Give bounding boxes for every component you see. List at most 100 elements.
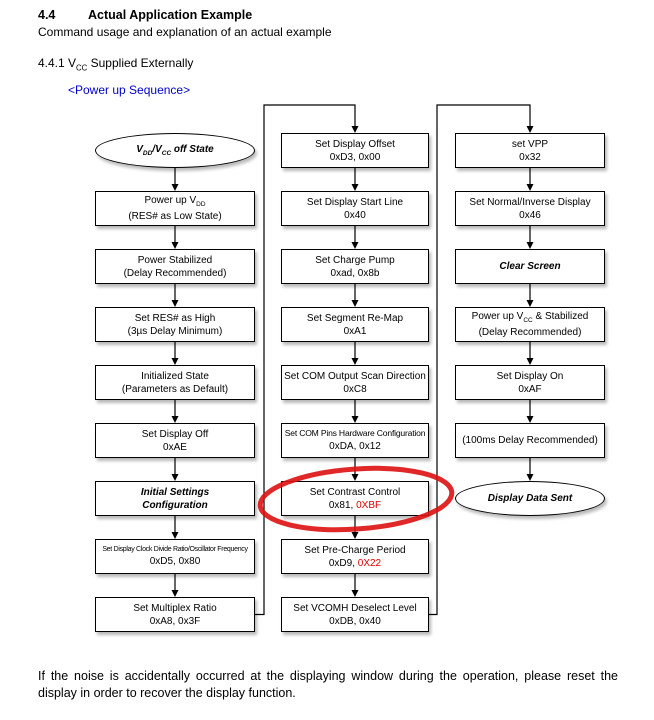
text-segment: (100ms Delay Recommended)	[462, 435, 598, 446]
node-text-line: Set VCOMH Deselect Level	[293, 602, 416, 615]
flow-arrowhead	[526, 416, 534, 423]
text-segment: (Delay Recommended)	[478, 326, 582, 338]
flow-arrowhead	[526, 300, 534, 307]
node-text-line: Power Stabilized	[138, 254, 212, 267]
flow-arrowhead	[351, 532, 359, 539]
text-segment: DD	[142, 149, 153, 157]
node-text-line: Set Contrast Control	[310, 486, 401, 499]
highlighted-value: 0XBF	[356, 499, 382, 511]
node-text-line: 0xA1	[344, 325, 367, 338]
text-segment: 0xDA, 0x12	[329, 440, 381, 452]
node-text-line: 0x40	[344, 209, 366, 222]
text-segment: 0xad, 0x8b	[330, 267, 380, 279]
node-text-line: Configuration	[142, 499, 208, 512]
text-segment: Set Charge Pump	[315, 254, 395, 266]
flow-arrowhead	[526, 358, 534, 365]
flow-arrowhead	[351, 242, 359, 249]
flowchart-node: Initialized State(Parameters as Default)	[95, 365, 255, 400]
node-text-line: 0xD3, 0x00	[330, 151, 381, 164]
flowchart-node: Set RES# as High(3µs Delay Minimum)	[95, 307, 255, 342]
text-segment: Initialized State	[141, 370, 209, 382]
node-text-line: 0xDB, 0x40	[329, 615, 381, 628]
text-segment: Set Normal/Inverse Display	[469, 196, 591, 208]
text-segment: Set Display On	[496, 370, 564, 382]
flow-arrowhead	[171, 184, 179, 191]
node-text-line: Set COM Output Scan Direction	[284, 370, 426, 383]
text-segment: DD	[196, 201, 206, 209]
node-text-line: Display Data Sent	[488, 492, 572, 505]
text-segment: 0x81,	[328, 499, 357, 511]
node-text-line: Power up VCC & Stabilized	[472, 310, 589, 325]
text-segment: 0x40	[344, 209, 366, 221]
text-segment: 0xAF	[518, 383, 542, 395]
flowchart-node: Display Data Sent	[455, 481, 605, 516]
text-segment: Set COM Output Scan Direction	[284, 370, 426, 382]
flowchart-node: Power up VDD(RES# as Low State)	[95, 191, 255, 226]
flow-arrowhead	[526, 242, 534, 249]
node-text-line: Set Segment Re-Map	[307, 312, 403, 325]
text-segment: Set Display Clock Divide Ratio/Oscillato…	[102, 546, 248, 554]
node-text-line: Set Display Off	[142, 428, 209, 441]
text-segment: Set Pre-Charge Period	[304, 544, 406, 556]
node-text-line: 0xAF	[518, 383, 541, 396]
node-text-line: 0xD5, 0x80	[150, 555, 201, 568]
node-text-line: VDD/VCC off State	[136, 143, 214, 158]
text-segment: 0xA8, 0x3F	[149, 615, 201, 627]
flow-arrowhead	[351, 474, 359, 481]
flow-arrowhead	[171, 474, 179, 481]
text-segment: CC	[161, 149, 172, 157]
flowchart-node: Power up VCC & Stabilized(Delay Recommen…	[455, 307, 605, 342]
node-text-line: 0xC8	[343, 383, 366, 396]
text-segment: 0xD3, 0x00	[329, 151, 381, 163]
flow-arrowhead	[526, 184, 534, 191]
power-up-sequence-label: <Power up Sequence>	[68, 83, 191, 97]
node-text-line: Set Normal/Inverse Display	[469, 196, 590, 209]
node-text-line: (Delay Recommended)	[479, 326, 582, 339]
flow-arrowhead	[171, 590, 179, 597]
text-segment: Set Contrast Control	[309, 486, 401, 498]
highlighted-value: 0X22	[357, 557, 382, 569]
flowchart-node: (100ms Delay Recommended)	[455, 423, 605, 458]
flow-arrowhead	[171, 242, 179, 249]
text-segment: Set COM Pins Hardware Configuration	[284, 428, 426, 439]
text-segment: Power Stabilized	[137, 254, 213, 266]
text-segment: Set Multiplex Ratio	[133, 602, 217, 614]
text-segment: Configuration	[142, 499, 208, 511]
flow-arrowhead	[171, 532, 179, 539]
node-text-line: 0x46	[519, 209, 541, 222]
text-segment: Power up V	[471, 311, 524, 323]
node-text-line: Set Multiplex Ratio	[133, 602, 216, 615]
text-segment: 0xD9,	[328, 557, 358, 569]
flow-arrowhead	[171, 300, 179, 307]
text-segment: Set Segment Re-Map	[306, 312, 404, 324]
node-text-line: Set RES# as High	[135, 312, 216, 325]
section-title: Actual Application Example	[88, 8, 253, 22]
node-text-line: Set COM Pins Hardware Configuration	[285, 428, 426, 439]
flow-arrowhead	[171, 358, 179, 365]
node-text-line: Set Display Start Line	[307, 196, 403, 209]
flow-arrowhead	[351, 358, 359, 365]
flow-arrowhead	[351, 184, 359, 191]
text-segment: Initial Settings	[140, 486, 210, 498]
node-text-line: (100ms Delay Recommended)	[462, 434, 598, 447]
node-text-line: Set Display Offset	[315, 138, 395, 151]
text-segment: 0x32	[519, 151, 541, 163]
text-segment: Clear Screen	[499, 261, 561, 272]
text-segment: set VPP	[511, 138, 549, 150]
text-segment: V	[136, 143, 143, 155]
node-text-line: (Delay Recommended)	[124, 267, 227, 280]
node-text-line: Set Display On	[497, 370, 564, 383]
text-segment: & Stabilized	[532, 311, 589, 323]
flow-arrowhead	[526, 126, 534, 133]
node-text-line: 0x81, 0XBF	[329, 499, 381, 512]
